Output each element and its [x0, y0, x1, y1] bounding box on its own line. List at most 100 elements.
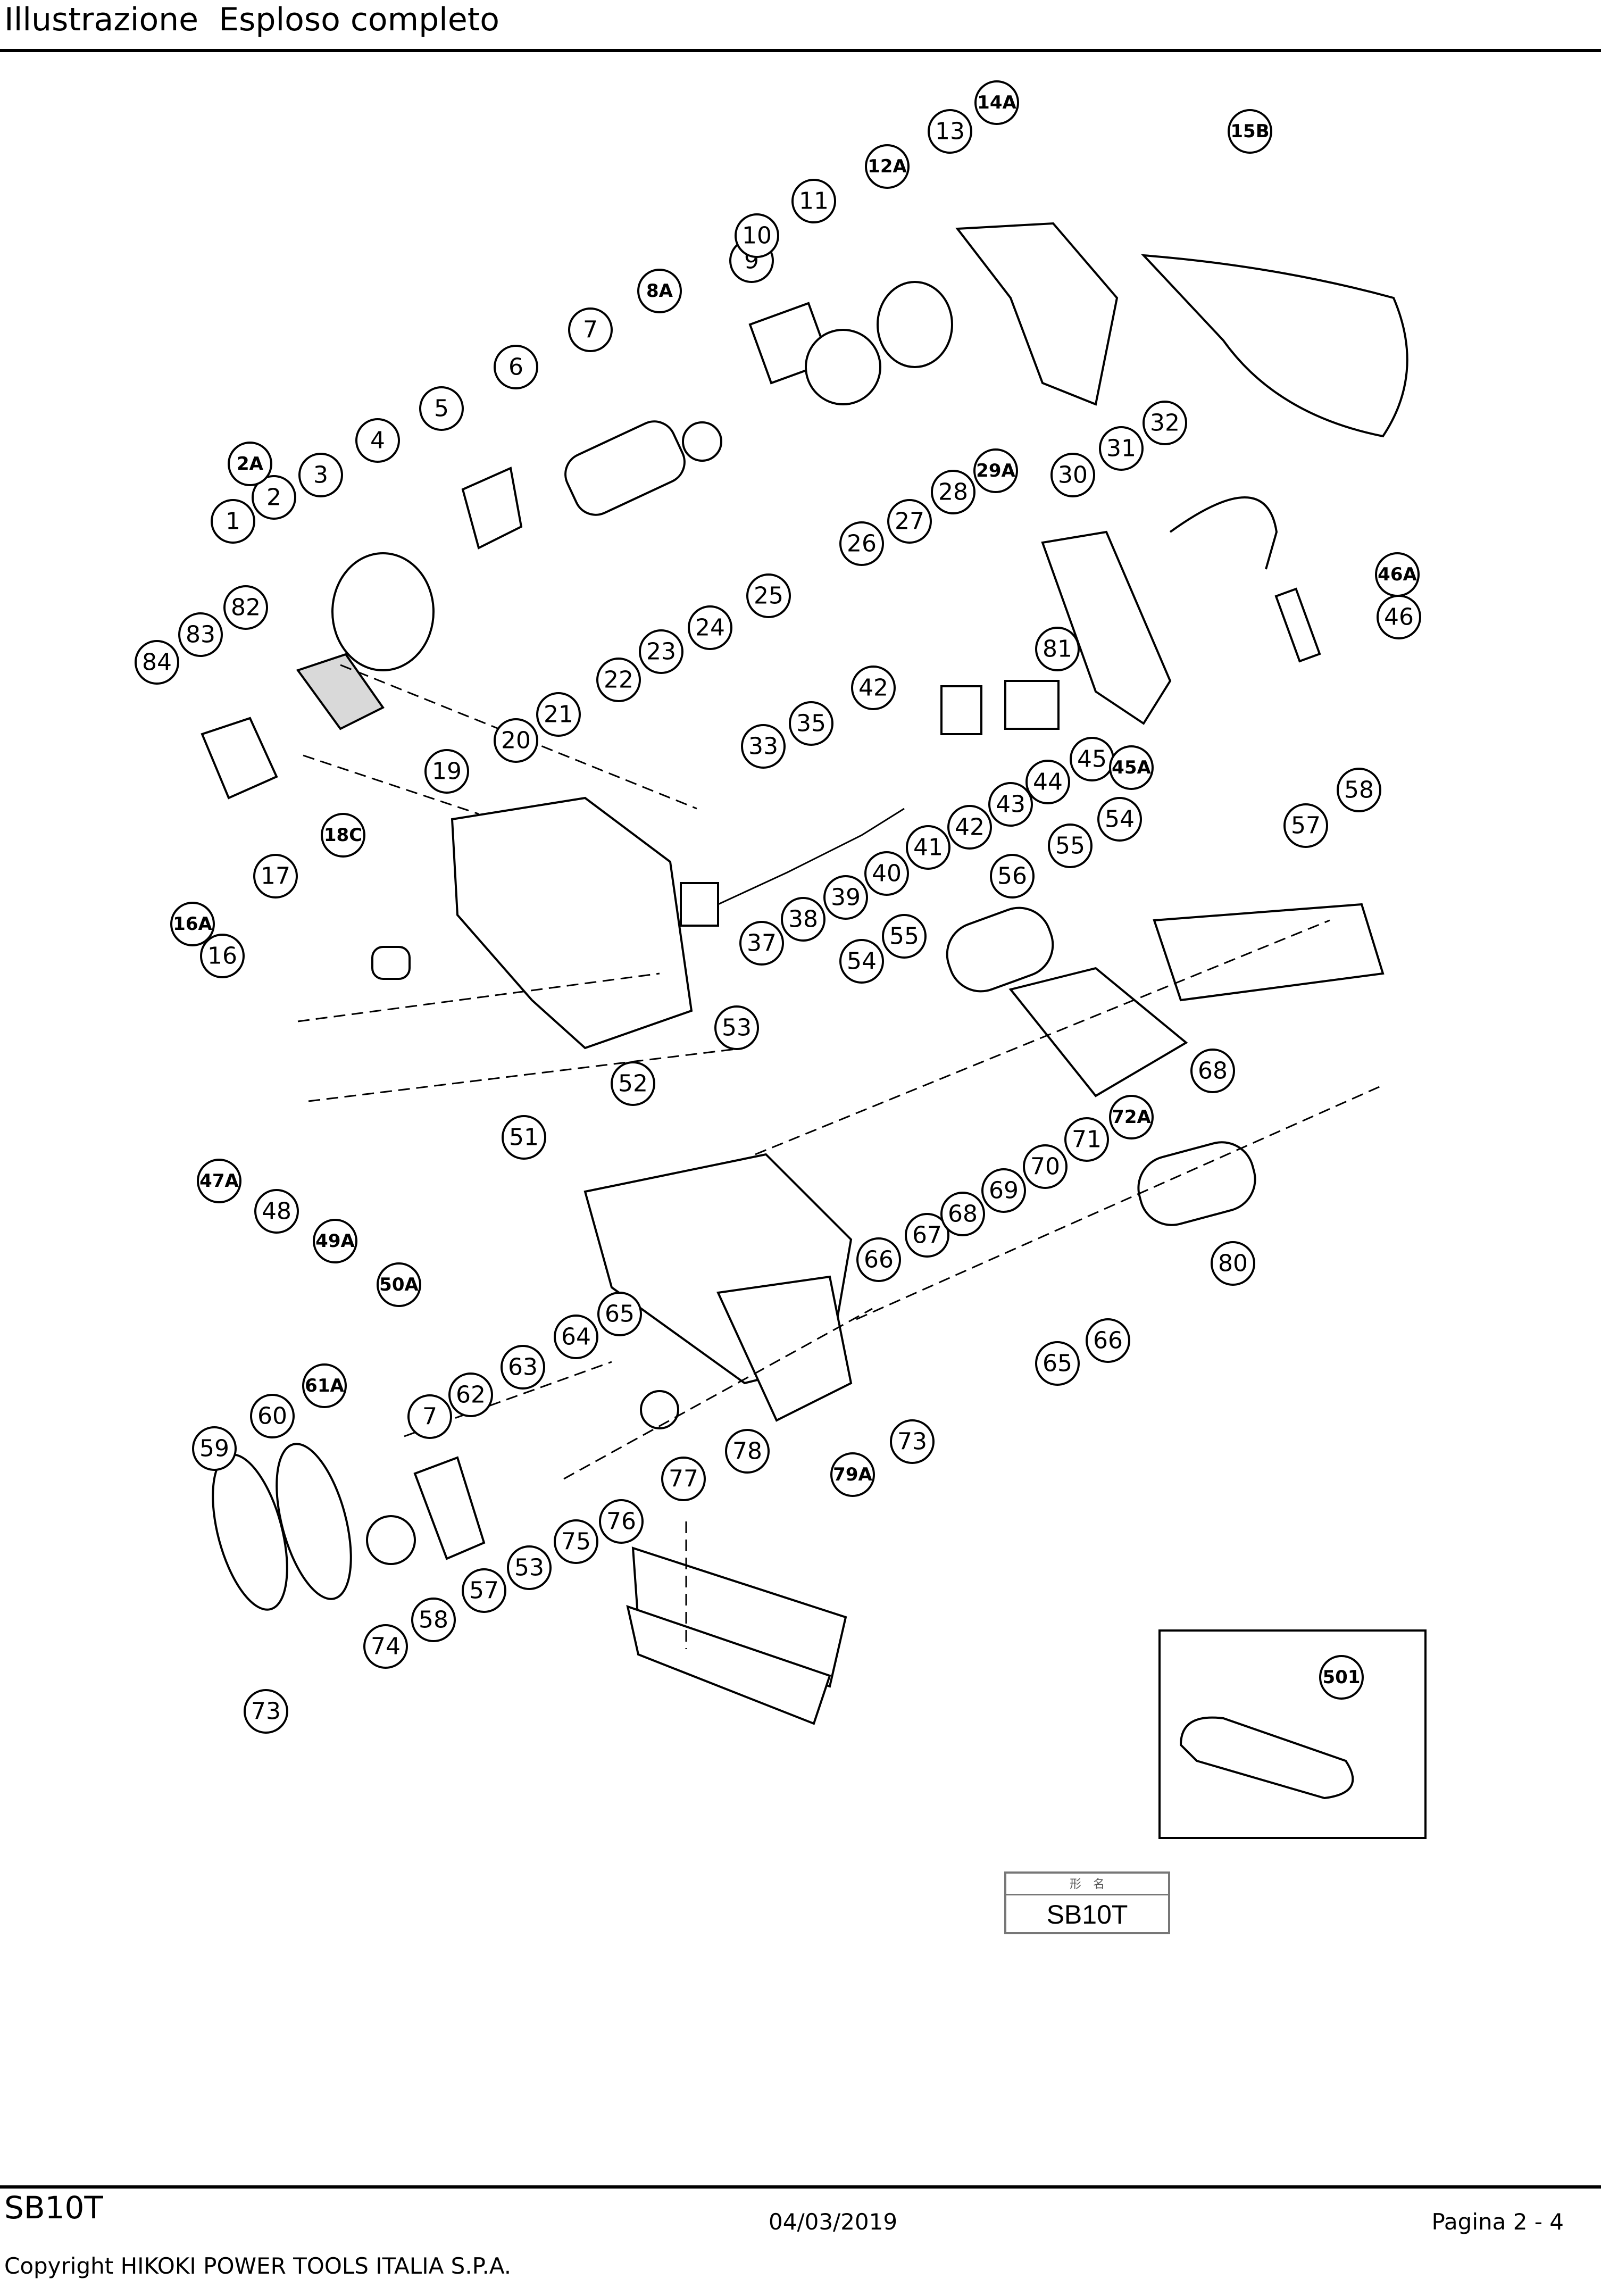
part-callout: 59 [192, 1426, 237, 1471]
callout-number: 54 [1105, 806, 1135, 833]
wiring-part [718, 808, 905, 905]
part-callout: 23 [639, 629, 683, 674]
callout-circle [851, 665, 896, 710]
callout-circle [554, 1519, 598, 1564]
callout-circle [178, 612, 223, 657]
part-callout: 25 [746, 573, 791, 618]
part-callout: 57 [462, 1568, 506, 1613]
part-callout: 17 [253, 854, 298, 899]
callout-circle [947, 805, 992, 850]
callout-number: 71 [1072, 1126, 1102, 1153]
callout-circle [906, 825, 950, 870]
part-callout: 14A [974, 80, 1019, 125]
callout-number: 58 [419, 1607, 448, 1634]
part-callout: 74 [363, 1624, 408, 1669]
gear-case-part [716, 1275, 853, 1422]
callout-circle [725, 1429, 770, 1474]
part-callout: 68 [940, 1192, 985, 1236]
callout-circle [355, 418, 400, 463]
callout-circle [298, 453, 343, 497]
callout-circle [1109, 1095, 1154, 1139]
callout-circle [596, 658, 641, 702]
part-callout: 19 [424, 749, 469, 794]
callout-circle [407, 1394, 452, 1439]
callout-number: 5 [434, 395, 449, 422]
callout-number: 66 [864, 1246, 894, 1274]
callout-number: 7 [583, 317, 598, 344]
callout-number: 62 [456, 1382, 486, 1409]
footer-copyright: Copyright HIKOKI POWER TOOLS ITALIA S.P.… [4, 2253, 512, 2279]
callout-number: 44 [1033, 769, 1063, 796]
callout-circle [419, 386, 464, 431]
callout-circle [714, 1005, 759, 1050]
callout-number: 68 [948, 1201, 978, 1228]
callout-circle [1035, 1341, 1080, 1386]
part-callout: 73 [890, 1419, 935, 1464]
callout-number: 37 [747, 930, 777, 957]
part-callout: 15B [1228, 109, 1272, 154]
callout-circle [211, 499, 255, 544]
part-callout: 2A [228, 442, 272, 486]
motor-housing-part [451, 796, 693, 1050]
callout-circle [739, 921, 784, 966]
callout-circle [597, 1292, 642, 1336]
callout-number: 65 [1043, 1350, 1072, 1377]
model-name-box: 形 名 SB10T [1004, 1871, 1170, 1934]
front-grip-part [201, 717, 278, 800]
callout-number: 57 [1291, 812, 1321, 839]
callout-number: 80 [1218, 1250, 1248, 1277]
part-callout: 80 [1211, 1241, 1255, 1286]
callout-circle [448, 1372, 493, 1417]
callout-circle [839, 939, 884, 984]
callout-number: 54 [847, 948, 877, 975]
callout-circle [135, 640, 179, 685]
callout-number: 29A [976, 460, 1015, 481]
part-callout: 65 [597, 1292, 642, 1336]
part-callout: 35 [789, 701, 833, 746]
callout-number: 53 [722, 1014, 752, 1042]
page-title: Illustrazione Esploso completo [4, 1, 499, 38]
callout-circle [611, 1061, 655, 1106]
part-callout: 2 [252, 475, 296, 520]
callout-circle [502, 1115, 546, 1160]
part-callout: 65 [1035, 1341, 1080, 1386]
part-callout: 30 [1050, 453, 1095, 497]
part-callout: 11 [791, 179, 836, 223]
callout-number: 73 [897, 1428, 927, 1455]
baffle-part [877, 281, 953, 368]
part-callout: 56 [990, 854, 1035, 899]
callout-circle [905, 1213, 949, 1258]
callout-number: 1 [226, 508, 240, 535]
callout-circle [1109, 745, 1154, 790]
part-callout: 77 [661, 1457, 706, 1501]
part-callout: 54 [839, 939, 884, 984]
callout-number: 77 [669, 1466, 698, 1493]
bearing-part [682, 421, 722, 462]
callout-number: 13 [935, 118, 965, 145]
part-callout: 63 [501, 1345, 545, 1390]
callout-number: 55 [1055, 833, 1085, 860]
callout-number: 82 [231, 594, 261, 621]
dust-bag-part [1141, 254, 1408, 438]
part-callout: 39 [823, 875, 868, 920]
callout-number: 66 [1093, 1327, 1123, 1354]
callout-circle [200, 934, 245, 978]
callout-circle [228, 442, 272, 486]
callout-number: 79A [833, 1464, 872, 1485]
callout-number: 55 [889, 923, 919, 950]
callout-circle [856, 1237, 901, 1282]
callout-number: 41 [913, 834, 943, 861]
pulley-part [366, 1515, 416, 1565]
callout-number: 83 [186, 621, 215, 648]
v-belt-part [276, 1443, 352, 1600]
part-callout: 5 [419, 386, 464, 431]
callout-circle [637, 269, 682, 313]
callout-circle [377, 1262, 421, 1307]
callout-circle [1035, 627, 1080, 671]
callout-circle [887, 499, 932, 544]
callout-number: 27 [895, 508, 924, 535]
callout-number: 46A [1378, 564, 1417, 585]
part-callout: 72A [1109, 1095, 1154, 1139]
part-callout: 78 [725, 1429, 770, 1474]
